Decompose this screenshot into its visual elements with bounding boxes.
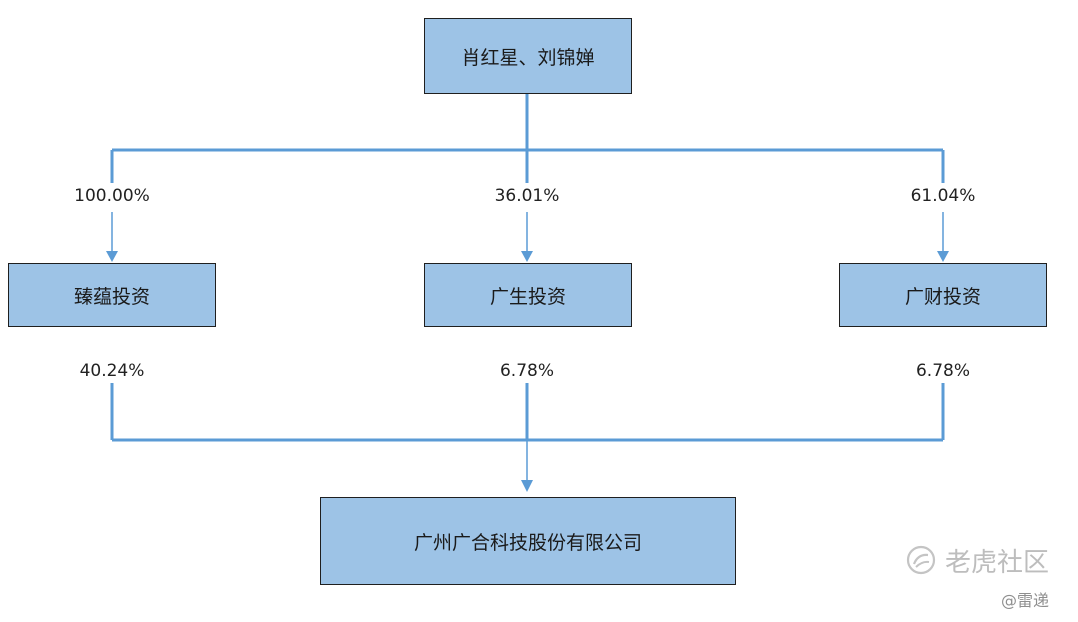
node-zhenyun-label: 臻蕴投资 — [73, 285, 150, 308]
arrowhead-left — [106, 251, 118, 262]
arrowhead-center — [521, 251, 533, 262]
node-owners-label: 肖红星、刘锦婵 — [461, 46, 595, 69]
node-guanghe-company: 广州广合科技股份有限公司 — [320, 497, 736, 585]
pct-zhenyun-to-guanghe: 40.24% — [79, 361, 145, 381]
node-guangcai-label: 广财投资 — [904, 285, 981, 308]
tiger-paw-icon — [906, 545, 936, 575]
node-guanghe-label: 广州广合科技股份有限公司 — [413, 531, 642, 554]
node-guangsheng-investment: 广生投资 — [424, 263, 632, 327]
pct-owners-to-zhenyun: 100.00% — [74, 186, 150, 206]
pct-guangcai-to-guanghe: 6.78% — [915, 361, 970, 381]
node-zhenyun-investment: 臻蕴投资 — [8, 263, 216, 327]
arrowhead-bottom — [521, 480, 533, 492]
node-guangcai-investment: 广财投资 — [839, 263, 1047, 327]
watermark: 老虎社区 @雷递 — [905, 542, 1073, 612]
pct-guangsheng-to-guanghe: 6.78% — [499, 361, 554, 381]
node-owners: 肖红星、刘锦婵 — [424, 18, 632, 94]
watermark-handle: @雷递 — [1001, 591, 1050, 610]
arrowhead-right — [937, 251, 949, 262]
watermark-brand: 老虎社区 — [945, 548, 1050, 578]
pct-owners-to-guangcai: 61.04% — [910, 186, 976, 206]
pct-owners-to-guangsheng: 36.01% — [494, 186, 560, 206]
node-guangsheng-label: 广生投资 — [489, 285, 566, 308]
